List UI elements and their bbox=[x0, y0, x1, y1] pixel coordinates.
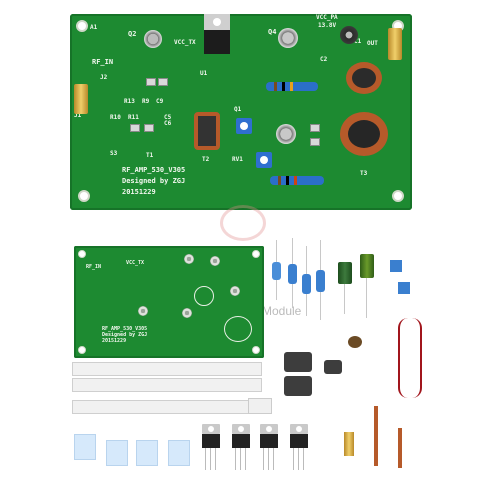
label-t2: T2 bbox=[202, 156, 210, 163]
smd-tape-strip bbox=[72, 362, 262, 376]
label-out: OUT bbox=[367, 40, 378, 47]
voltage-regulator-u1 bbox=[204, 14, 230, 74]
label-a1: A1 bbox=[90, 24, 98, 31]
board-date: 20151229 bbox=[122, 188, 156, 196]
bare-label-rf-in: RF_IN bbox=[86, 264, 102, 270]
electrolytic-capacitor bbox=[340, 26, 358, 44]
label-j2: J2 bbox=[100, 74, 108, 81]
smd-component bbox=[310, 138, 320, 146]
transistor-q3 bbox=[276, 124, 296, 144]
transistor-q2 bbox=[144, 30, 162, 48]
label-q1: Q1 bbox=[234, 106, 242, 113]
label-r9: R9 bbox=[142, 98, 150, 105]
watermark-text: Module bbox=[262, 304, 302, 318]
label-vcc-pa-voltage: 13.8V bbox=[318, 22, 337, 29]
sma-connector bbox=[344, 432, 354, 456]
toroid-transformer-t3 bbox=[340, 112, 388, 156]
smd-component bbox=[158, 78, 168, 86]
loose-resistor bbox=[302, 274, 311, 294]
label-c2: C2 bbox=[320, 56, 328, 63]
label-vcc-pa: VCC_PA bbox=[316, 14, 338, 21]
label-c1: C1 bbox=[354, 38, 362, 45]
red-wire-coil bbox=[398, 318, 422, 398]
smd-component bbox=[146, 78, 156, 86]
loose-resistor bbox=[316, 270, 325, 292]
mounting-hole bbox=[76, 20, 88, 32]
label-j1: J1 bbox=[74, 112, 82, 119]
ferrite-core bbox=[284, 352, 312, 372]
loose-resistor bbox=[272, 262, 281, 280]
label-r10: R10 bbox=[110, 114, 121, 121]
resistor bbox=[270, 176, 324, 185]
mica-insulator bbox=[248, 398, 272, 414]
label-rf-in: RF_IN bbox=[92, 58, 114, 66]
label-r13: R13 bbox=[124, 98, 135, 105]
mounting-hole bbox=[78, 190, 90, 202]
bare-board-date: 20151229 bbox=[102, 338, 127, 344]
loose-electrolytic-capacitor bbox=[338, 262, 352, 284]
loose-trimmer-pot bbox=[398, 282, 410, 294]
sma-connector-out bbox=[388, 28, 402, 60]
label-r11: R11 bbox=[128, 114, 139, 121]
bare-label-vcc-tx: VCC_TX bbox=[126, 260, 145, 266]
board-designer: Designed by ZGJ bbox=[122, 177, 186, 185]
transistor-q4 bbox=[278, 28, 298, 48]
label-q4: Q4 bbox=[268, 28, 277, 36]
loose-electrolytic-capacitor bbox=[360, 254, 374, 278]
toroid-transformer-t2 bbox=[194, 112, 220, 150]
bare-board-designer: Designed by ZGJ bbox=[102, 332, 148, 338]
to220-transistor bbox=[232, 424, 250, 470]
mounting-hole bbox=[392, 190, 404, 202]
smd-tape-strip bbox=[72, 378, 262, 392]
trimmer-pot bbox=[236, 118, 252, 134]
bare-pcb: RF_IN VCC_TX RF_AMP_530_V305 Designed by… bbox=[74, 246, 264, 358]
ferrite-core bbox=[284, 376, 312, 396]
bare-board-title: RF_AMP_530_V305 bbox=[102, 326, 148, 332]
assembled-pcb: A1 Q2 VCC_TX Q4 VCC_PA 13.8V C1 OUT C2 R… bbox=[70, 14, 412, 210]
insulating-pad bbox=[136, 440, 158, 466]
to220-transistor bbox=[260, 424, 278, 470]
insulating-pad bbox=[74, 434, 96, 460]
label-c6: C6 bbox=[164, 120, 172, 127]
smd-component bbox=[310, 124, 320, 132]
toroid-inductor-l1 bbox=[346, 62, 382, 94]
label-t1: T1 bbox=[146, 152, 154, 159]
label-u1: U1 bbox=[200, 70, 208, 77]
label-t3: T3 bbox=[360, 170, 368, 177]
insulating-pad bbox=[106, 440, 128, 466]
twisted-wire bbox=[374, 406, 378, 466]
label-rv1: RV1 bbox=[232, 156, 243, 163]
smd-component bbox=[130, 124, 140, 132]
insulating-pad bbox=[168, 440, 190, 466]
label-c9: C9 bbox=[156, 98, 164, 105]
ferrite-core bbox=[324, 360, 342, 374]
smd-tape-strip bbox=[72, 400, 252, 414]
label-s3: S3 bbox=[110, 150, 118, 157]
to220-transistor bbox=[202, 424, 220, 470]
watermark bbox=[210, 205, 270, 245]
sma-connector-in bbox=[74, 84, 88, 114]
board-title: RF_AMP_530_V305 bbox=[122, 166, 186, 174]
twisted-wire bbox=[398, 428, 402, 468]
disc-capacitor bbox=[348, 336, 362, 348]
to220-transistor bbox=[290, 424, 308, 470]
resistor bbox=[266, 82, 318, 91]
loose-trimmer-pot bbox=[390, 260, 402, 272]
trimmer-pot-rv1 bbox=[256, 152, 272, 168]
loose-resistor bbox=[288, 264, 297, 284]
label-q2: Q2 bbox=[128, 30, 137, 38]
smd-component bbox=[144, 124, 154, 132]
label-c5: C5 bbox=[164, 114, 172, 121]
label-vcc-tx: VCC_TX bbox=[174, 39, 196, 46]
